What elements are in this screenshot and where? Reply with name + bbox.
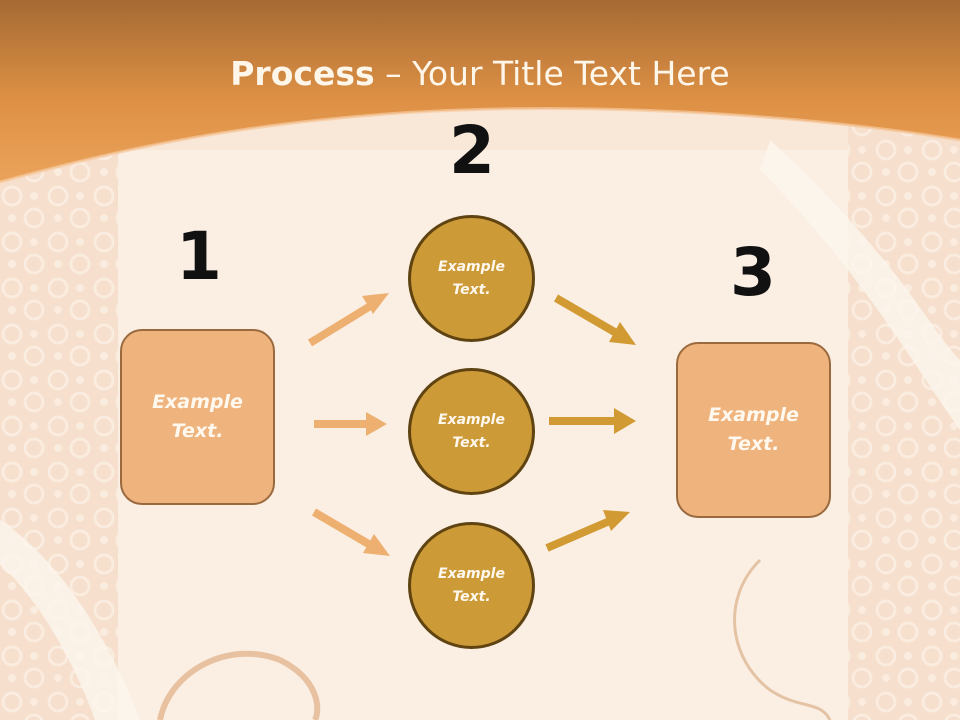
arrow-left-to-top bbox=[307, 293, 389, 347]
arrow-left-to-bottom bbox=[311, 508, 390, 556]
title-rest: – Your Title Text Here bbox=[374, 54, 730, 93]
circle-top: Example Text. bbox=[408, 215, 535, 342]
step-number-1: 1 bbox=[176, 218, 222, 295]
step-number-2: 2 bbox=[449, 112, 495, 189]
slide-title: Process – Your Title Text Here bbox=[0, 52, 960, 96]
circle-bottom-label: Example Text. bbox=[438, 565, 505, 605]
circle-middle-label: Example Text. bbox=[438, 411, 505, 451]
title-bold: Process bbox=[230, 54, 375, 93]
arrow-middle-to-right bbox=[549, 408, 636, 434]
circle-bottom: Example Text. bbox=[408, 522, 535, 649]
left-box: Example Text. bbox=[120, 329, 275, 505]
arrow-bottom-to-right bbox=[545, 510, 630, 552]
circle-top-label: Example Text. bbox=[438, 258, 505, 298]
arrow-top-to-right bbox=[553, 294, 636, 345]
right-box: Example Text. bbox=[676, 342, 831, 518]
circle-middle: Example Text. bbox=[408, 368, 535, 495]
right-box-label: Example Text. bbox=[708, 404, 799, 455]
step-number-3: 3 bbox=[730, 234, 776, 311]
left-box-label: Example Text. bbox=[152, 391, 243, 442]
arrow-left-to-middle bbox=[314, 412, 387, 436]
